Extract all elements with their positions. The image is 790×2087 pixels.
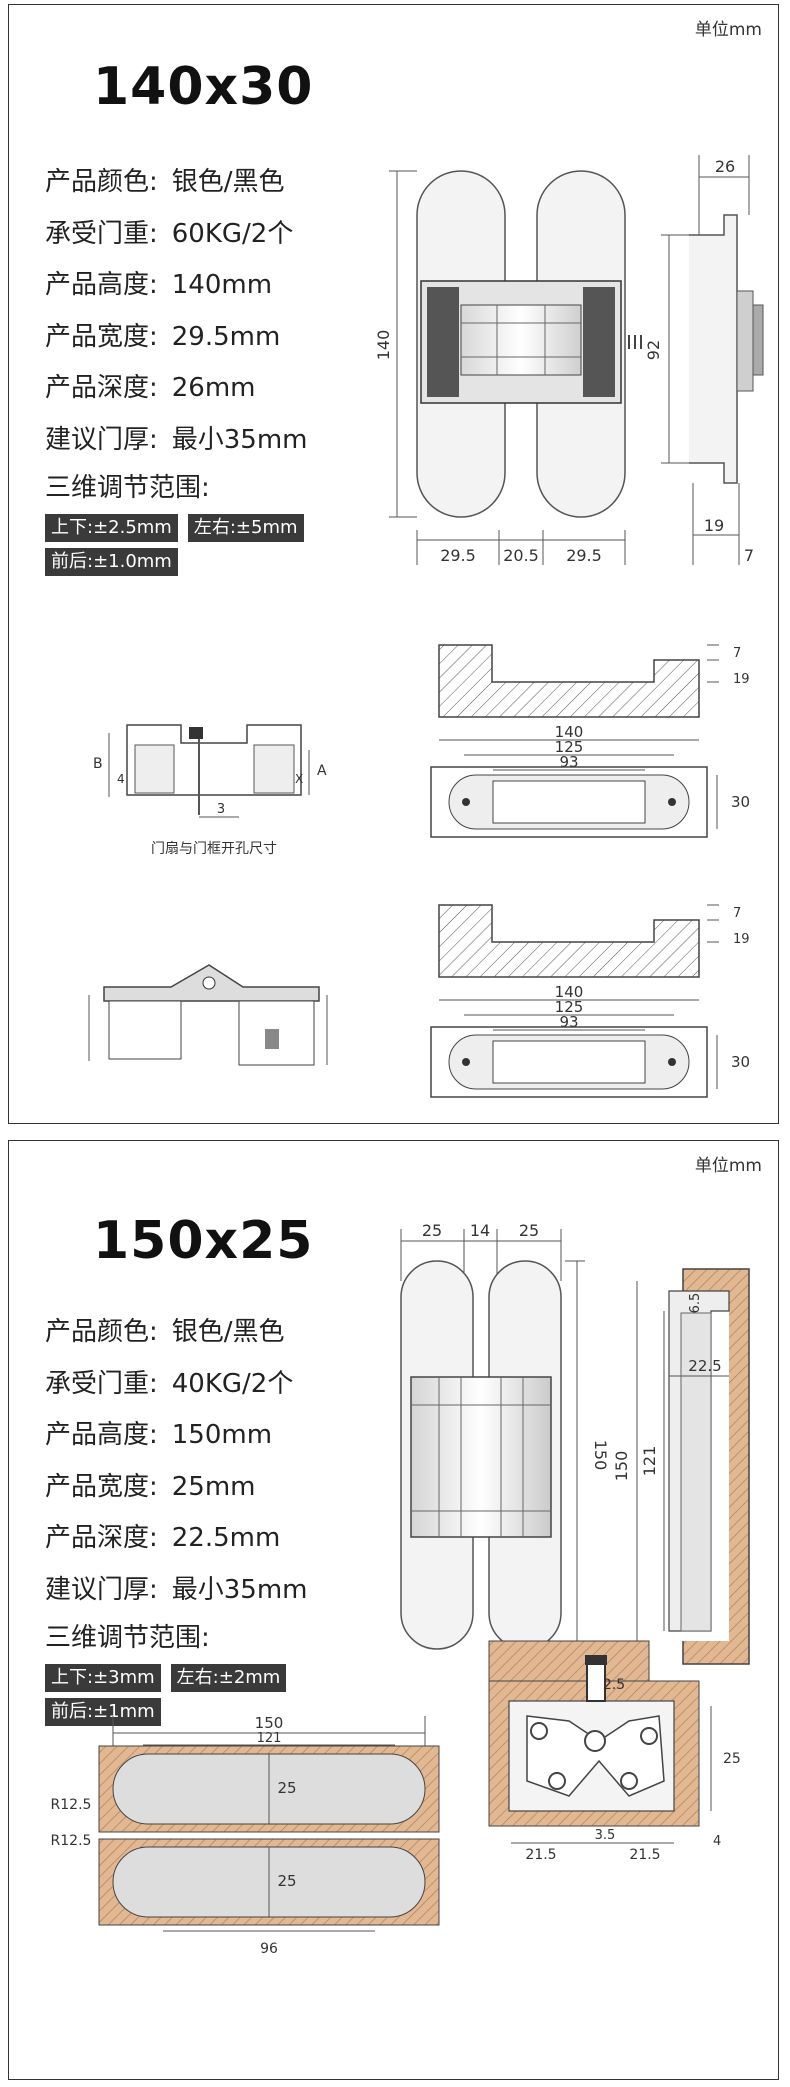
- dim-top-19: 19: [733, 672, 750, 687]
- dim-19: 19: [704, 516, 724, 535]
- adjust-badge-horizontal: 左右:±2mm: [170, 1664, 287, 1692]
- adjust-badges: 上下:±3mm 左右:±2mm 前后:±1mm: [45, 1664, 308, 1732]
- product-panel-150x25: 单位mm 150x25 产品颜色:银色/黑色 承受门重:40KG/2个 产品高度…: [8, 1140, 779, 2080]
- dim-radius-a: R12.5: [51, 1797, 92, 1813]
- dim-bottom-3-5: 3.5: [595, 1828, 616, 1843]
- spec-row-height: 产品高度:140mm: [45, 270, 273, 300]
- dim-len-140-b: 140: [555, 983, 584, 1001]
- adjust-badge-horizontal: 左右:±5mm: [187, 514, 304, 542]
- dim-hole-3: 3: [217, 802, 225, 817]
- mortise-drawing-2: 7 19 140 125 93 30: [430, 904, 750, 1098]
- mortise-drawing-1: 7 19 140 125 93 30: [430, 644, 750, 838]
- dim-mid-height: 92: [644, 340, 663, 360]
- dim-gap-2-5: 2.5: [603, 1677, 625, 1693]
- spec-row-door-thickness: 建议门厚:最小35mm: [45, 1574, 308, 1605]
- hole-caption: 门扇与门框开孔尺寸: [151, 841, 277, 857]
- dim-len-96: 96: [260, 1941, 278, 1957]
- spec-row-door-thickness: 建议门厚:最小35mm: [45, 424, 308, 455]
- product-title: 150x25: [93, 1211, 314, 1271]
- dim-hole-a: A: [317, 763, 327, 779]
- dim-bottom-21-5-b: 21.5: [629, 1847, 660, 1863]
- dim-7: 7: [744, 546, 754, 565]
- dim-hole-x: X: [295, 772, 303, 786]
- dim-6-5: 6.5: [688, 1293, 703, 1314]
- spec-row-color: 产品颜色:银色/黑色: [45, 167, 285, 197]
- dim-top-7-b: 7: [733, 906, 741, 921]
- adjust-badge-vertical: 上下:±3mm: [45, 1664, 161, 1692]
- dim-len-125: 125: [555, 738, 584, 756]
- adjust-badge-depth: 前后:±1mm: [45, 1698, 161, 1726]
- dim-width-1: 25: [422, 1221, 442, 1240]
- dim-width-3: 29.5: [566, 546, 602, 565]
- dim-top-19-b: 19: [733, 932, 750, 947]
- dim-w-25-b: 25: [277, 1872, 296, 1890]
- dim-hole-b: B: [93, 756, 103, 772]
- spec-row-load: 承受门重:40KG/2个: [45, 1368, 294, 1399]
- dim-22-5: 22.5: [688, 1357, 721, 1375]
- dim-len-140: 140: [555, 723, 584, 741]
- spec-row-height: 产品高度:150mm: [45, 1420, 273, 1450]
- unit-label: 单位mm: [694, 1156, 762, 1176]
- dim-radius-b: R12.5: [51, 1833, 92, 1849]
- dim-side-150: 150: [612, 1451, 631, 1482]
- dim-w-25-a: 25: [277, 1779, 296, 1797]
- product-title: 140x30: [93, 57, 314, 117]
- dim-len-125-b: 125: [555, 998, 584, 1016]
- dim-width-1: 29.5: [440, 546, 476, 565]
- hole-cross-section: B 4 X A 3 门扇与门框开孔尺寸: [93, 724, 327, 857]
- spec-list: 产品颜色:银色/黑色 承受门重:40KG/2个 产品高度:150mm 产品宽度:…: [45, 1307, 308, 1732]
- dim-height: 140: [374, 330, 393, 361]
- dim-top-7: 7: [733, 646, 741, 661]
- technical-drawings-150x25: 25 14 25 150 150 121 6: [51, 1221, 750, 1957]
- dim-width-3: 25: [519, 1221, 539, 1240]
- hinge-front-view: 140 29.5 20.5 29.5: [374, 170, 642, 565]
- dim-width-2: 14: [470, 1221, 490, 1240]
- adjust-title: 三维调节范围:: [45, 473, 210, 503]
- adjust-badge-vertical: 上下:±2.5mm: [45, 514, 178, 542]
- hinge-side-view: 26 92 19 7: [644, 155, 764, 565]
- hinge-open-view: [88, 964, 328, 1066]
- spec-list: 产品颜色:银色/黑色 承受门重:60KG/2个 产品高度:140mm 产品宽度:…: [45, 157, 314, 582]
- unit-label: 单位mm: [694, 20, 762, 40]
- adjust-badge-depth: 前后:±1.0mm: [45, 548, 178, 576]
- dim-w-30: 30: [731, 793, 750, 811]
- spec-row-color: 产品颜色:银色/黑色: [45, 1317, 285, 1347]
- dim-bottom-4: 4: [713, 1834, 721, 1849]
- dim-height: 150: [591, 1440, 610, 1471]
- adjust-badges: 上下:±2.5mm 左右:±5mm 前后:±1.0mm: [45, 514, 314, 582]
- adjust-title: 三维调节范围:: [45, 1623, 210, 1653]
- spec-row-width: 产品宽度:29.5mm: [45, 321, 281, 352]
- dim-right-25: 25: [723, 1751, 741, 1767]
- spec-row-depth: 产品深度:26mm: [45, 373, 256, 403]
- dim-len-150: 150: [255, 1714, 284, 1732]
- dim-side-121: 121: [640, 1446, 659, 1477]
- dim-hole-4: 4: [117, 772, 125, 786]
- hinge-front-view: 25 14 25 150: [400, 1221, 610, 1650]
- dim-len-93: 93: [559, 753, 578, 771]
- spec-row-width: 产品宽度:25mm: [45, 1471, 256, 1502]
- dim-len-121: 121: [257, 1731, 282, 1746]
- spec-row-load: 承受门重:60KG/2个: [45, 218, 294, 249]
- hinge-side-section: 150 121 6.5 22.5: [612, 1268, 750, 1665]
- dim-width-2: 20.5: [503, 546, 539, 565]
- dim-depth: 26: [715, 157, 735, 176]
- spec-row-depth: 产品深度:22.5mm: [45, 1523, 281, 1553]
- dim-len-93-b: 93: [559, 1013, 578, 1031]
- dim-w-30-b: 30: [731, 1053, 750, 1071]
- mortise-top-views: 150 121 R12.5 25 R12.5 25 96: [51, 1714, 440, 1957]
- hinge-mechanism-section: 2.5 25 21.5 3.5 21.5 4: [488, 1640, 741, 1863]
- technical-drawings-140x30: 140 29.5 20.5 29.5 26 92: [88, 155, 764, 1098]
- dim-bottom-21-5-a: 21.5: [525, 1847, 556, 1863]
- product-panel-140x30: 单位mm 140x30 产品颜色:银色/黑色 承受门重:60KG/2个 产品高度…: [8, 4, 779, 1124]
